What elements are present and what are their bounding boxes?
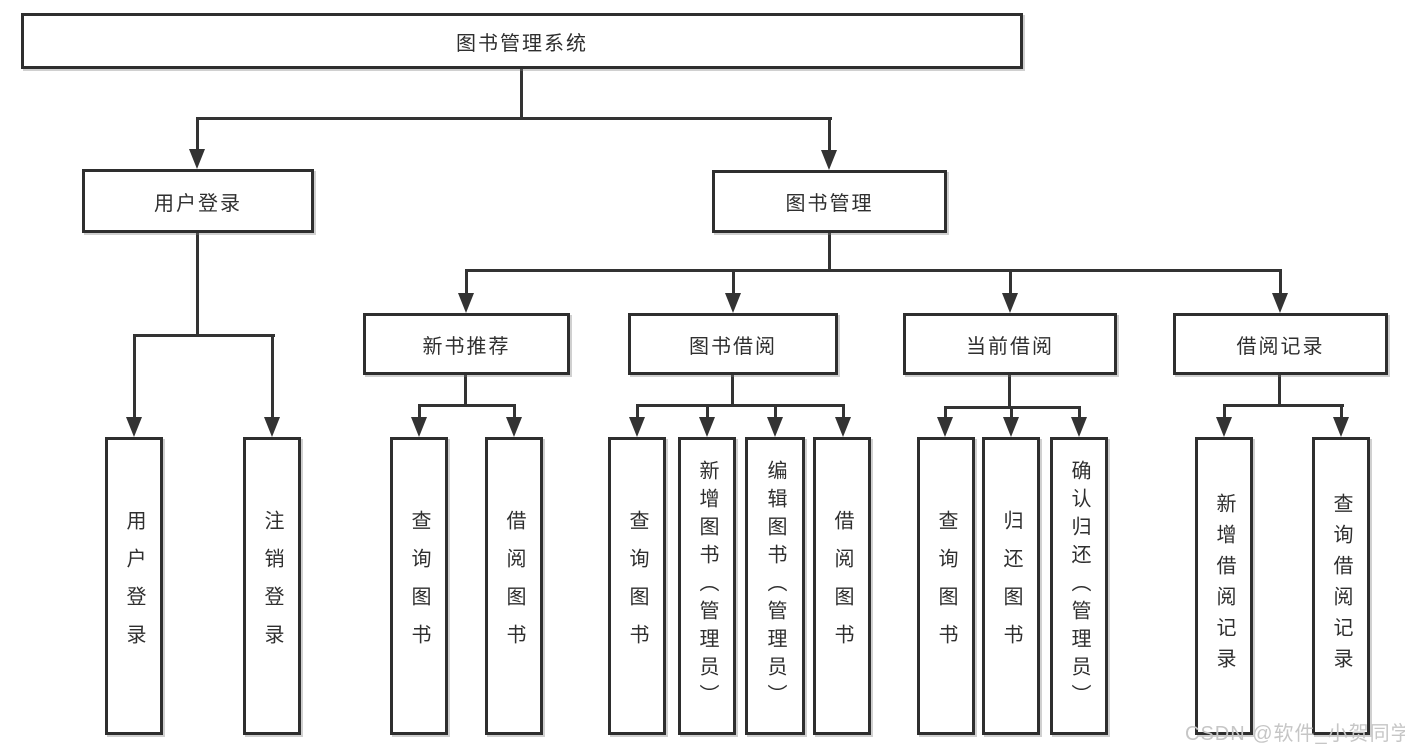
leaf-label: 查询借阅记录 xyxy=(1330,493,1352,679)
connector-line xyxy=(1278,374,1281,407)
leaf-edit-book-admin: 编辑图书（管理员） xyxy=(745,437,805,735)
arrowhead-down-icon xyxy=(189,149,205,169)
node-borrow-records: 借阅记录 xyxy=(1173,313,1388,375)
node-book-management: 图书管理 xyxy=(712,170,947,233)
leaf-user-login: 用户登录 xyxy=(105,437,163,735)
leaf-borrow-books-1: 借阅图书 xyxy=(485,437,543,735)
leaf-query-books-2: 查询图书 xyxy=(608,437,666,735)
node-root-library-system: 图书管理系统 xyxy=(21,13,1023,69)
connector-line xyxy=(636,404,845,407)
arrowhead-down-icon xyxy=(629,417,645,437)
arrowhead-down-icon xyxy=(506,417,522,437)
arrowhead-down-icon xyxy=(937,417,953,437)
connector-line xyxy=(271,334,274,421)
node-user-login: 用户登录 xyxy=(82,169,314,233)
connector-line xyxy=(828,232,831,272)
connector-line xyxy=(1010,406,1013,421)
node-label: 图书管理系统 xyxy=(456,32,588,55)
node-label: 新书推荐 xyxy=(422,335,511,358)
node-label: 图书借阅 xyxy=(689,335,777,358)
connector-line xyxy=(418,404,421,421)
leaf-label: 注销登录 xyxy=(261,510,283,662)
arrowhead-down-icon xyxy=(835,417,851,437)
node-label: 当前借阅 xyxy=(966,335,1054,358)
leaf-label: 查询图书 xyxy=(935,510,957,662)
leaf-confirm-return-admin: 确认归还（管理员） xyxy=(1050,437,1108,735)
connector-line xyxy=(196,232,199,336)
leaf-return-book: 归还图书 xyxy=(982,437,1040,735)
connector-line xyxy=(133,334,275,337)
arrowhead-down-icon xyxy=(458,293,474,313)
connector-line xyxy=(944,406,947,421)
leaf-label: 借阅图书 xyxy=(831,510,853,662)
connector-line xyxy=(1009,269,1012,297)
arrowhead-down-icon xyxy=(699,417,715,437)
leaf-logout: 注销登录 xyxy=(243,437,301,735)
node-label: 用户登录 xyxy=(154,192,242,215)
leaf-label: 编辑图书（管理员） xyxy=(764,460,786,712)
connector-line xyxy=(1078,406,1081,421)
leaf-label: 借阅图书 xyxy=(503,510,525,662)
connector-line xyxy=(196,117,199,155)
connector-line xyxy=(732,269,735,297)
arrowhead-down-icon xyxy=(126,417,142,437)
arrowhead-down-icon xyxy=(1272,293,1288,313)
arrowhead-down-icon xyxy=(1071,417,1087,437)
leaf-label: 确认归还（管理员） xyxy=(1068,460,1090,712)
leaf-label: 用户登录 xyxy=(123,510,145,662)
arrowhead-down-icon xyxy=(264,417,280,437)
arrowhead-down-icon xyxy=(725,293,741,313)
connector-line xyxy=(418,404,516,407)
connector-line xyxy=(842,404,845,421)
node-label: 借阅记录 xyxy=(1236,335,1325,358)
leaf-query-books-1: 查询图书 xyxy=(390,437,448,735)
leaf-borrow-books-2: 借阅图书 xyxy=(813,437,871,735)
node-new-book-recommend: 新书推荐 xyxy=(363,313,570,375)
connector-line xyxy=(636,404,639,421)
arrowhead-down-icon xyxy=(1003,417,1019,437)
node-book-borrow: 图书借阅 xyxy=(628,313,838,375)
arrowhead-down-icon xyxy=(1216,417,1232,437)
connector-line xyxy=(731,374,734,407)
connector-line xyxy=(1279,269,1282,297)
connector-line xyxy=(464,374,467,407)
node-label: 图书管理 xyxy=(785,193,874,215)
connector-line xyxy=(828,117,831,156)
connector-line xyxy=(465,269,468,297)
connector-line xyxy=(133,334,136,421)
leaf-label: 归还图书 xyxy=(1000,510,1022,662)
arrowhead-down-icon xyxy=(1333,417,1349,437)
arrowhead-down-icon xyxy=(411,417,427,437)
arrowhead-down-icon xyxy=(767,417,783,437)
connector-line xyxy=(774,404,777,421)
connector-line xyxy=(1223,404,1344,407)
leaf-label: 新增借阅记录 xyxy=(1213,493,1235,679)
arrowhead-down-icon xyxy=(1002,293,1018,313)
connector-line xyxy=(465,269,1282,272)
leaf-add-borrow-record: 新增借阅记录 xyxy=(1195,437,1253,735)
leaf-label: 查询图书 xyxy=(408,510,430,662)
leaf-label: 查询图书 xyxy=(626,510,648,662)
connector-line xyxy=(1223,404,1226,421)
connector-line xyxy=(196,117,832,120)
connector-line xyxy=(520,66,523,120)
leaf-add-book-admin: 新增图书（管理员） xyxy=(678,437,736,735)
connector-line xyxy=(1008,374,1011,409)
leaf-query-borrow-record: 查询借阅记录 xyxy=(1312,437,1370,735)
csdn-watermark: CSDN @软件_小贺同学 xyxy=(1185,723,1405,745)
connector-line xyxy=(706,404,709,421)
node-current-borrow: 当前借阅 xyxy=(903,313,1117,375)
leaf-query-books-3: 查询图书 xyxy=(917,437,975,735)
arrowhead-down-icon xyxy=(821,150,837,170)
connector-line xyxy=(1340,404,1343,421)
connector-line xyxy=(513,404,516,421)
leaf-label: 新增图书（管理员） xyxy=(696,460,718,712)
